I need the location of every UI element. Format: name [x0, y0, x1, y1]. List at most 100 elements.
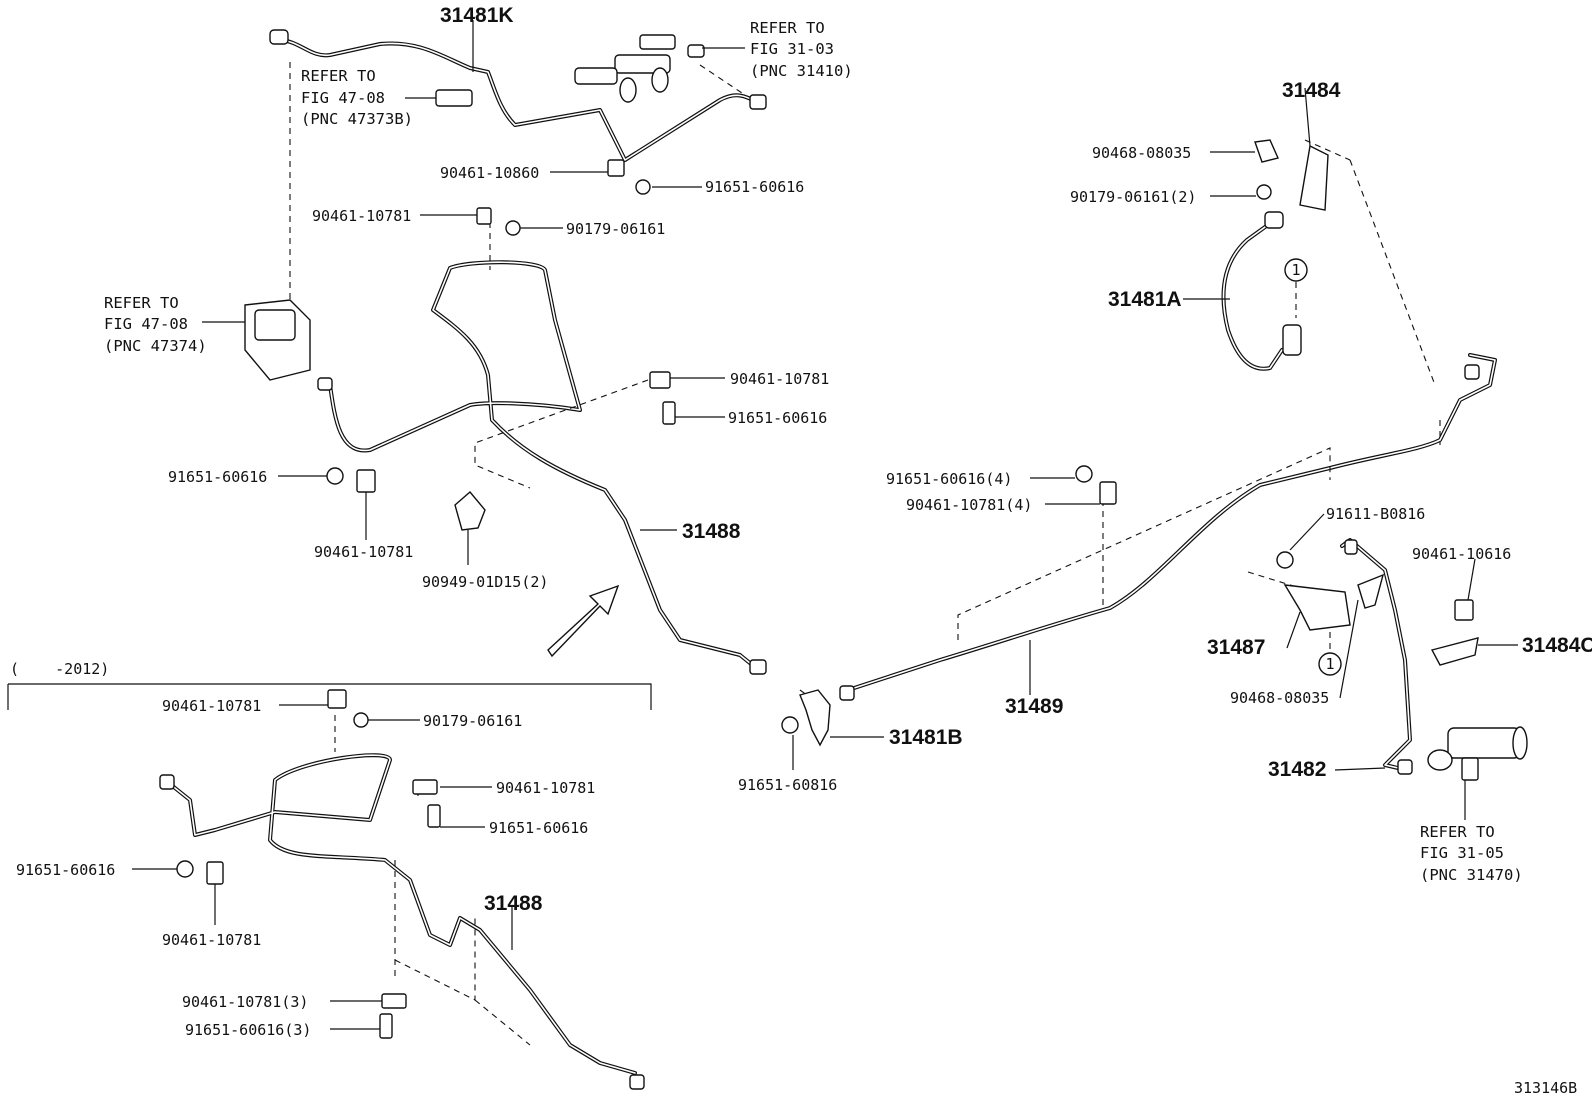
label-90468-08035: 90468-08035: [1230, 689, 1329, 707]
callout-31489: 31489: [1005, 695, 1063, 718]
hose-end-icon: [1282, 324, 1302, 356]
clamp-icon: [412, 779, 438, 795]
pipe-31482: [1340, 538, 1412, 770]
label-91651-60616: 91651-60616: [16, 861, 115, 879]
label-90949-01D15: 90949-01D15(2): [422, 573, 548, 591]
bracket-31487-icon: [1283, 584, 1351, 631]
clamp-icon: [476, 207, 492, 225]
nut-icon: [505, 220, 521, 236]
marker-label: 1: [1291, 261, 1300, 279]
circle-marker-bottom: 1: [1318, 652, 1342, 676]
callout-31481B: 31481B: [889, 726, 963, 749]
bracket-31481B-icon: [799, 689, 831, 747]
clamp-47373B-icon: [435, 89, 473, 107]
bolt-icon: [427, 804, 441, 828]
fitting-icon: [749, 94, 767, 110]
release-cylinder-icon: [1427, 726, 1528, 781]
clamp-icon: [1099, 481, 1117, 505]
label-90179-06161: 90179-06161: [566, 220, 665, 238]
label-90461-10781: 90461-10781: [314, 543, 413, 561]
ref-line: REFER TO: [301, 67, 376, 85]
ref-line: FIG 47-08: [104, 315, 188, 333]
clamp-icon: [206, 861, 224, 885]
grommet-icon: [454, 491, 486, 531]
bracket-31484C-icon: [1430, 637, 1479, 666]
label-90461-10781: 90461-10781: [162, 697, 261, 715]
ref-line: (PNC 47374): [104, 337, 207, 355]
clamp-icon: [649, 371, 671, 389]
ref-fig-31-03: REFER TO FIG 31-03 (PNC 31410): [750, 19, 853, 80]
fitting-icon: [269, 29, 289, 45]
bracket-31484-icon: [1299, 144, 1329, 211]
callout-31481K: 31481K: [440, 4, 514, 27]
bolt-icon: [1276, 551, 1294, 569]
ref-line: REFER TO: [750, 19, 825, 37]
fitting-icon: [1464, 364, 1480, 380]
label-90461-10781-4: 90461-10781(4): [906, 496, 1032, 514]
label-90461-10781: 90461-10781: [312, 207, 411, 225]
label-91611-B0816: 91611-B0816: [1326, 505, 1425, 523]
bolt-icon: [635, 179, 651, 195]
label-90461-10781: 90461-10781: [730, 370, 829, 388]
marker-label: 1: [1325, 655, 1334, 673]
pipe-31481K: [276, 38, 760, 162]
callout-31488-top: 31488: [682, 520, 741, 543]
fitting-icon: [749, 659, 767, 675]
ref-line: (PNC 31470): [1420, 866, 1523, 884]
label-91651-60616-4: 91651-60616(4): [886, 470, 1012, 488]
master-cylinder-icon: [574, 34, 705, 103]
junction-block-47374-icon: [244, 299, 311, 381]
label-91651-60616: 91651-60616: [705, 178, 804, 196]
fitting-icon: [1344, 539, 1358, 555]
label-90461-10616: 90461-10616: [1412, 545, 1511, 563]
callouts: 31481K 31488 31484 31481A 31481B 31489 3…: [440, 4, 1592, 915]
ref-line: FIG 47-08: [301, 89, 385, 107]
nut-icon: [353, 712, 369, 728]
ref-line: FIG 31-05: [1420, 844, 1504, 862]
callout-31488-bottom: 31488: [484, 892, 543, 915]
bolt-icon: [176, 860, 194, 878]
callout-31484: 31484: [1282, 79, 1341, 102]
range-bracket: [7, 683, 652, 710]
label-91651-60616-3: 91651-60616(3): [185, 1021, 311, 1039]
ref-line: REFER TO: [104, 294, 179, 312]
label-91651-60816: 91651-60816: [738, 776, 837, 794]
hose-31481A: [1221, 220, 1284, 371]
ref-fig-47-08-a: REFER TO FIG 47-08 (PNC 47373B): [301, 67, 413, 128]
ref-line: (PNC 47373B): [301, 110, 413, 128]
clip-90468-08035-icon: [1357, 573, 1385, 609]
label-91651-60616: 91651-60616: [728, 409, 827, 427]
model-year-range: ( -2012): [10, 660, 109, 678]
label-90468-08035: 90468-08035: [1092, 144, 1191, 162]
label-90461-10781: 90461-10781: [496, 779, 595, 797]
fittings-and-clamps: [159, 29, 1528, 1090]
pipe-31489: [846, 353, 1497, 692]
clamp-90461-10860-icon: [607, 159, 625, 177]
label-91651-60616: 91651-60616: [489, 819, 588, 837]
hose-end-icon: [1264, 211, 1284, 229]
label-90461-10860: 90461-10860: [440, 164, 539, 182]
pipe-31488-top: [328, 260, 758, 670]
label-90461-10781: 90461-10781: [162, 931, 261, 949]
fitting-icon: [839, 685, 855, 701]
clamp-90461-10616-icon: [1454, 599, 1474, 621]
figure-id: 313146B: [1514, 1079, 1577, 1097]
bolt-icon: [379, 1013, 393, 1039]
leader-lines: [132, 20, 1518, 1030]
bolt-icon: [662, 401, 676, 425]
clamp-icon: [327, 689, 347, 709]
callout-31484C: 31484C: [1522, 634, 1592, 657]
ref-line: FIG 31-03: [750, 40, 834, 58]
clamp-icon: [381, 993, 407, 1009]
fitting-icon: [159, 774, 175, 790]
dashed-guides: [289, 62, 1441, 1046]
label-90461-10781-3: 90461-10781(3): [182, 993, 308, 1011]
ref-line: (PNC 31410): [750, 62, 853, 80]
ref-fig-31-05: REFER TO FIG 31-05 (PNC 31470): [1420, 823, 1523, 884]
part-labels: 90461-10860 91651-60616 90461-10781 9017…: [16, 144, 1511, 1039]
label-91651-60616: 91651-60616: [168, 468, 267, 486]
callout-31482: 31482: [1268, 758, 1326, 781]
bolt-icon: [781, 716, 799, 734]
